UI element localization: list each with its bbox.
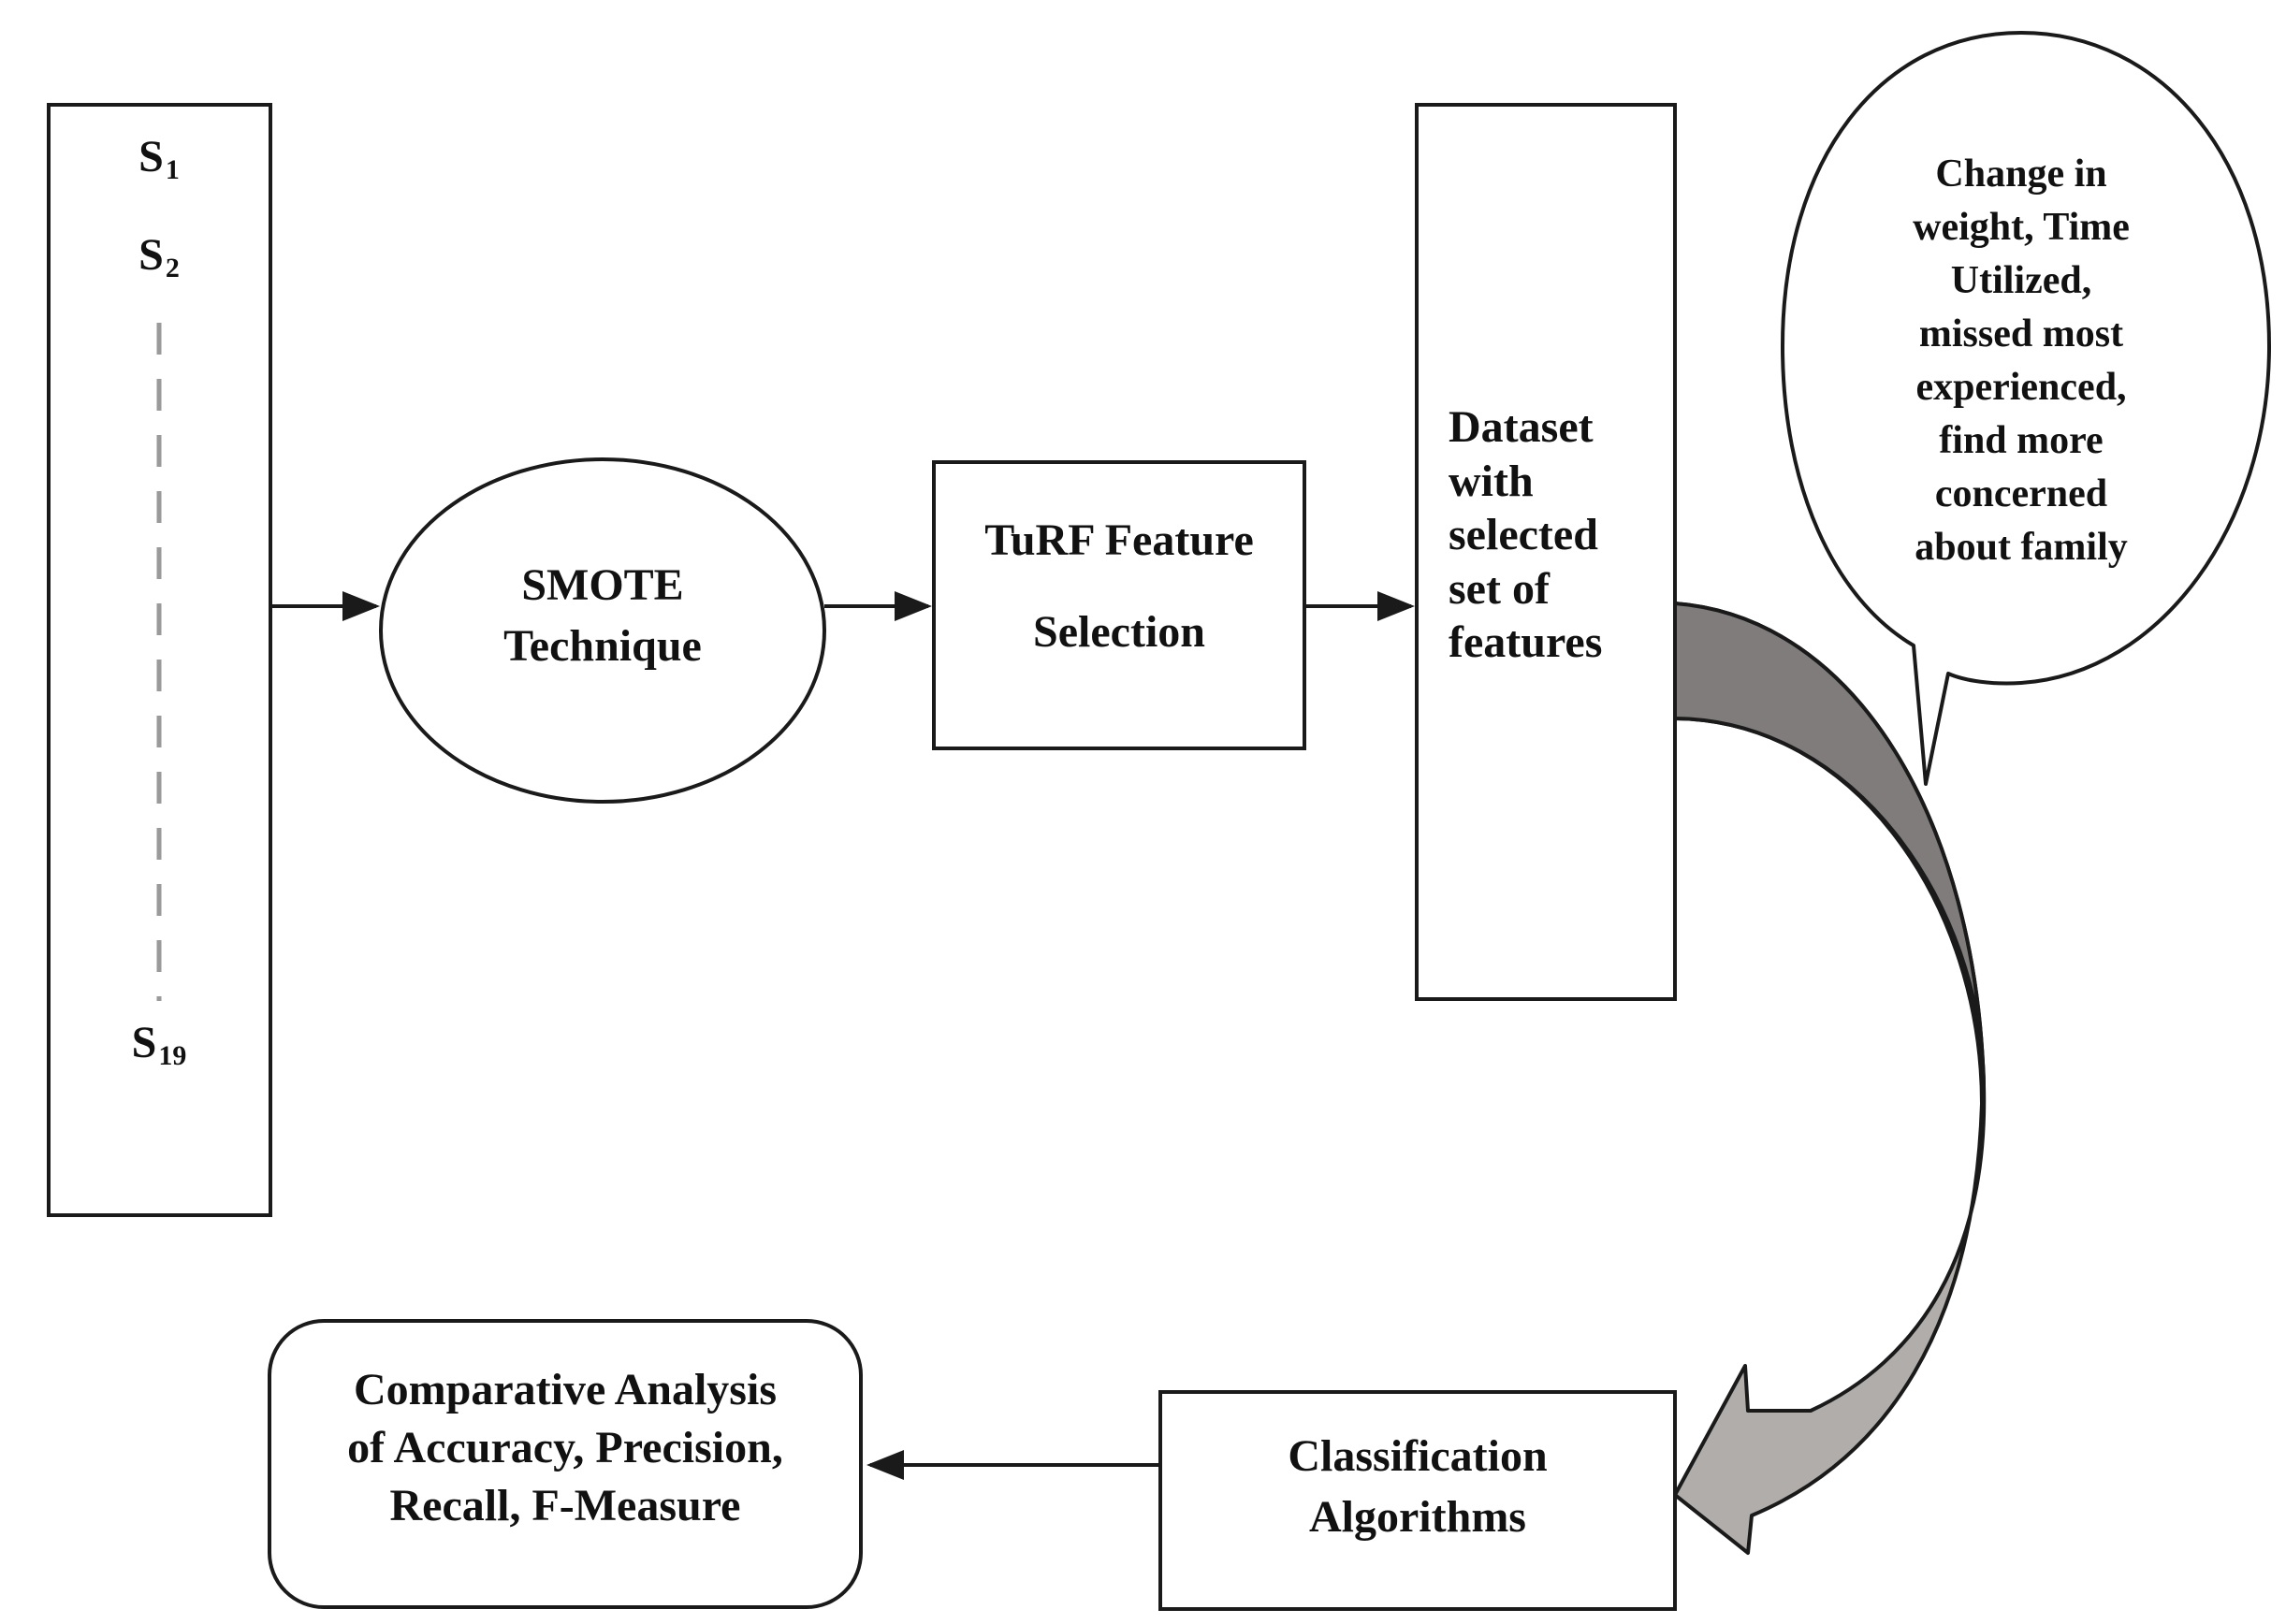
dataset-line-1: Dataset (1449, 402, 1594, 452)
analysis-label: Comparative Analysis of Accuracy, Precis… (271, 1361, 859, 1535)
s19-sub: 19 (158, 1040, 187, 1071)
classification-box (1158, 1390, 1677, 1611)
analysis-line2: of Accuracy, Precision, (347, 1423, 783, 1472)
classification-label: Classification Algorithms (1162, 1428, 1673, 1545)
dataset-line-5: features (1449, 617, 1603, 667)
s2-sub: 2 (165, 253, 180, 283)
callout-label: Change in weight, Time Utilized, missed … (1834, 148, 2208, 574)
callout-line-8: about family (1915, 526, 2128, 569)
callout-line-2: weight, Time (1913, 206, 2130, 249)
analysis-box (268, 1319, 863, 1609)
classification-line1: Classification (1288, 1431, 1548, 1481)
smote-line1: SMOTE (521, 560, 684, 610)
smote-ellipse (379, 457, 826, 804)
smote-label: SMOTE Technique (415, 558, 790, 674)
s1-sub: 1 (165, 154, 180, 185)
s19-base: S (131, 1018, 157, 1067)
callout-line-4: missed most (1918, 312, 2124, 355)
turf-line2: Selection (1033, 607, 1205, 657)
input-label-s19: S19 (98, 1015, 220, 1084)
analysis-line3: Recall, F-Measure (389, 1481, 741, 1530)
callout-line-1: Change in (1935, 152, 2107, 196)
dataset-box (1415, 103, 1677, 1001)
s2-base: S (138, 230, 164, 280)
callout-line-6: find more (1939, 419, 2104, 462)
callout-line-5: experienced, (1915, 366, 2127, 409)
s1-base: S (138, 132, 164, 181)
smote-line2: Technique (503, 621, 702, 671)
turf-label: TuRF Feature Selection (936, 513, 1303, 660)
curved-arrow-shade (1673, 602, 1986, 1087)
input-label-s1: S1 (112, 129, 206, 198)
callout-line-3: Utilized, (1950, 259, 2092, 302)
callout-bubble (1781, 31, 2271, 786)
dataset-line-4: set of (1449, 563, 1550, 614)
analysis-line1: Comparative Analysis (353, 1365, 777, 1414)
dataset-line-2: with (1449, 456, 1534, 506)
dataset-label: Dataset with selected set of features (1449, 400, 1673, 670)
dataset-line-3: selected (1449, 510, 1598, 559)
input-label-s2: S2 (112, 227, 206, 297)
callout-line-7: concerned (1934, 472, 2108, 515)
classification-line2: Algorithms (1309, 1492, 1526, 1542)
turf-line1: TuRF Feature (984, 515, 1254, 565)
